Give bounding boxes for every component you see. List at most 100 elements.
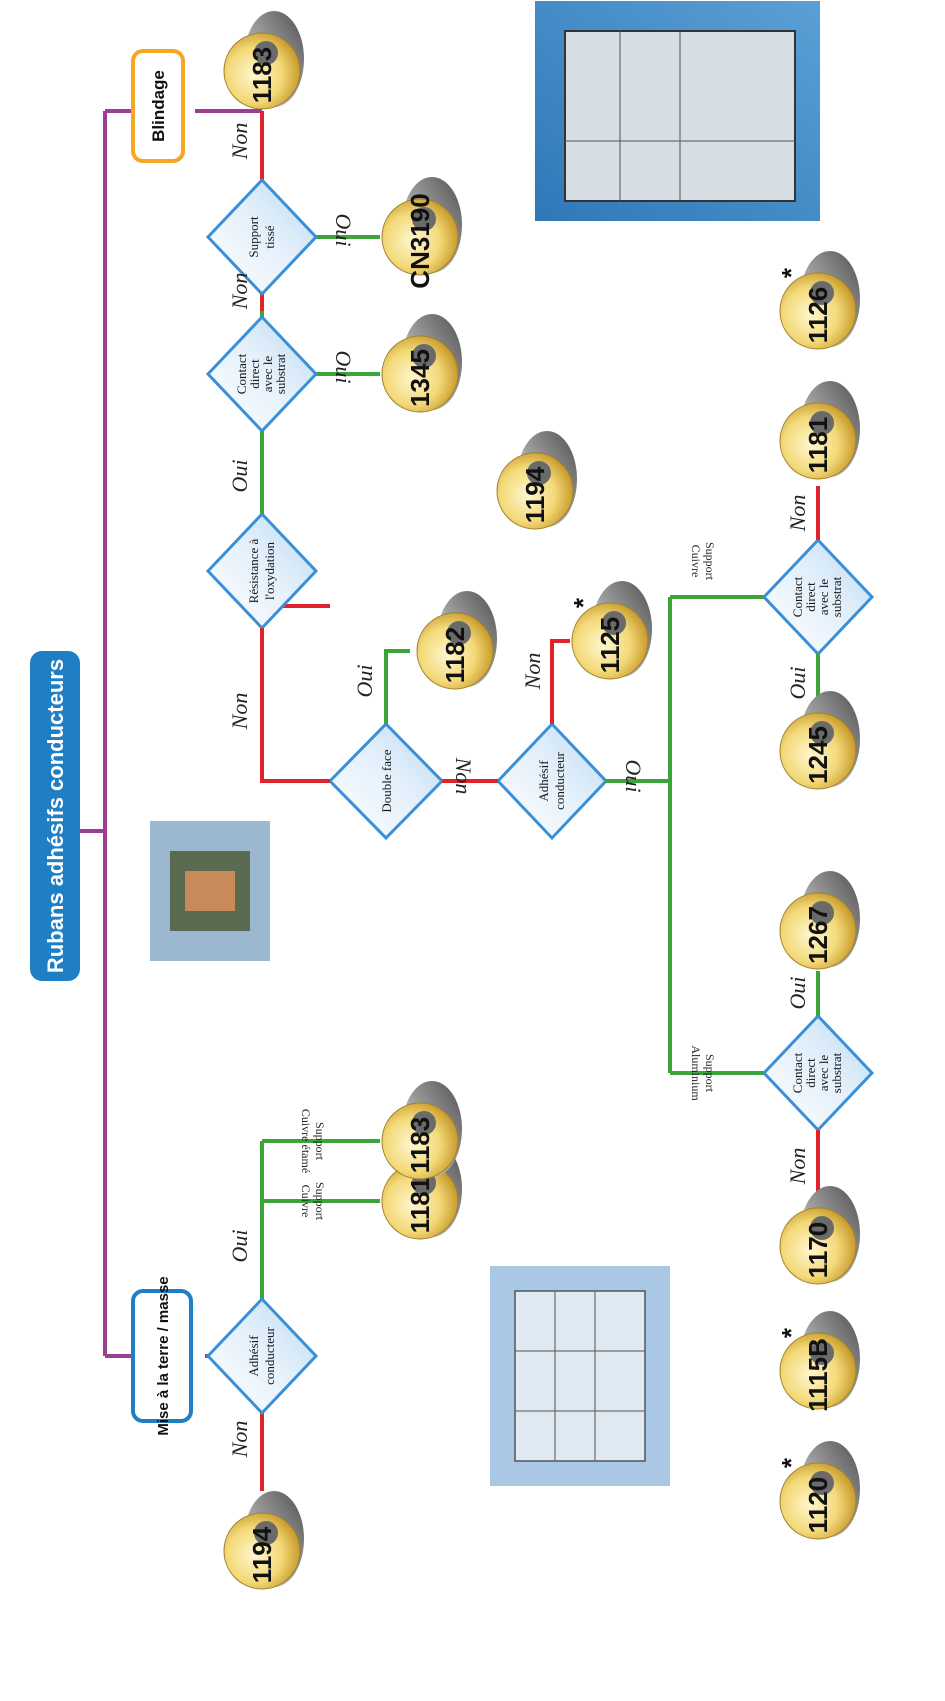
tape-number: 1194 <box>520 466 550 523</box>
label-non: Non <box>451 757 476 795</box>
label-oui: Oui <box>227 1230 252 1263</box>
branch-lines <box>80 109 225 1358</box>
decision-label: direct <box>247 359 262 389</box>
tape-asterisk: * <box>776 1457 806 1468</box>
tape-number: 1126 <box>803 287 833 343</box>
decision-label: avec le <box>260 356 275 393</box>
photo-transformer <box>150 821 270 961</box>
tape-roll: 1126 * <box>776 251 860 350</box>
decision-resistance-oxydation: Résistance à l'oxydation <box>205 511 319 631</box>
tape-roll: CN3190 <box>381 177 462 289</box>
tape-number: 1115B <box>803 1338 833 1412</box>
decision-label: conducteur <box>262 1326 277 1384</box>
category-mise-label: Mise à la terre / masse <box>155 1276 172 1435</box>
tape-number: CN3190 <box>405 193 435 288</box>
decision-label: avec le <box>816 1055 831 1092</box>
decision-label: direct <box>803 1058 818 1088</box>
support-label: Aluminium <box>689 1045 703 1101</box>
tape-roll: 1194 <box>223 1491 304 1590</box>
decision-label: conducteur <box>552 751 567 809</box>
tape-number: 1194 <box>247 1526 277 1583</box>
decision-label: tissé <box>262 225 277 248</box>
tape-roll: 1345 <box>381 314 462 413</box>
decision-label: Double face <box>379 749 394 812</box>
label-oui: Oui <box>331 214 356 247</box>
tape-number: 1170 <box>803 1222 833 1278</box>
tape-roll: 1183 <box>381 1081 462 1180</box>
tape-asterisk: * <box>776 267 806 278</box>
edges-blindage-mid <box>384 486 820 1201</box>
label-non: Non <box>227 273 252 311</box>
tape-number: 1125 <box>595 617 625 673</box>
tape-roll: 1120 * <box>776 1441 860 1540</box>
support-label: Support <box>703 542 717 581</box>
label-oui: Oui <box>331 351 356 384</box>
tape-number: 1345 <box>405 349 435 407</box>
support-label: Cuivre <box>689 545 703 578</box>
tape-number: 1183 <box>405 1117 435 1173</box>
tape-asterisk: * <box>568 597 598 608</box>
decision-label: Adhésif <box>536 760 551 802</box>
category-mise-a-la-terre: Mise à la terre / masse <box>131 1276 193 1436</box>
label-non: Non <box>227 123 252 161</box>
title-banner: Rubans adhésifs conducteurs <box>30 651 80 981</box>
label-non: Non <box>785 495 810 533</box>
edge-blindage-red <box>260 628 330 783</box>
decision-label: substrat <box>829 1052 844 1093</box>
tape-roll: 1181 <box>779 381 860 480</box>
decision-contact-direct-alu: Contact direct avec le substrat <box>761 1013 875 1133</box>
edge-labels: Non Oui Non Oui Non Non Oui Oui Oui Non … <box>227 123 810 1459</box>
decision-adhesif-conducteur-1: Adhésif conducteur <box>205 1296 319 1416</box>
tape-roll: 1170 <box>779 1186 860 1285</box>
label-non: Non <box>227 1421 252 1459</box>
label-non: Non <box>227 693 252 731</box>
photo-cabinet <box>535 1 820 221</box>
decision-label: Contact <box>234 353 249 394</box>
tape-asterisk: * <box>776 1327 806 1338</box>
tape-number: 1267 <box>803 906 833 964</box>
support-label: Support <box>313 1122 327 1161</box>
decision-support-tisse: Support tissé <box>205 177 319 297</box>
decision-label: Contact <box>790 576 805 617</box>
decision-label: Contact <box>790 1052 805 1093</box>
decision-label: Résistance à <box>246 538 261 603</box>
title-text: Rubans adhésifs conducteurs <box>43 659 68 973</box>
label-oui: Oui <box>227 460 252 493</box>
support-label: Support <box>313 1182 327 1221</box>
photo-panel-drawing <box>490 1266 670 1486</box>
decision-adhesif-conducteur-2: Adhésif conducteur <box>495 721 609 841</box>
support-label: Support <box>703 1054 717 1093</box>
decision-label: substrat <box>273 353 288 394</box>
tape-roll: 1194 <box>496 431 577 530</box>
tape-roll: 1125 * <box>568 581 652 680</box>
tape-roll: 1267 <box>779 871 860 970</box>
decision-label: Adhésif <box>246 1335 261 1377</box>
category-blindage-label: Blindage <box>149 70 168 142</box>
tape-roll: 1245 <box>779 691 860 790</box>
tape-number: 1183 <box>247 47 277 103</box>
label-oui: Oui <box>785 977 810 1010</box>
decision-label: avec le <box>816 579 831 616</box>
tape-number: 1120 <box>803 1477 833 1533</box>
tape-roll: 1115B* <box>776 1311 860 1412</box>
tape-roll: 1182 <box>416 591 497 690</box>
tape-number: 1181 <box>803 417 833 473</box>
decision-label: direct <box>803 582 818 612</box>
label-oui: Oui <box>785 667 810 700</box>
tape-number: 1245 <box>803 726 833 784</box>
tape-number: 1181 <box>405 1177 435 1233</box>
label-oui: Oui <box>352 665 377 698</box>
tape-number: 1182 <box>440 627 470 683</box>
label-non: Non <box>785 1148 810 1186</box>
support-label: Cuivre <box>299 1185 313 1218</box>
decision-double-face: Double face <box>327 721 445 841</box>
decision-label: l'oxydation <box>262 542 277 600</box>
tape-roll: 1183 <box>223 11 304 110</box>
decision-contact-direct-1: Contact direct avec le substrat <box>205 314 319 434</box>
label-oui: Oui <box>621 760 646 793</box>
category-blindage: Blindage <box>131 49 185 163</box>
decision-label: substrat <box>829 576 844 617</box>
decision-label: Support <box>246 216 261 258</box>
